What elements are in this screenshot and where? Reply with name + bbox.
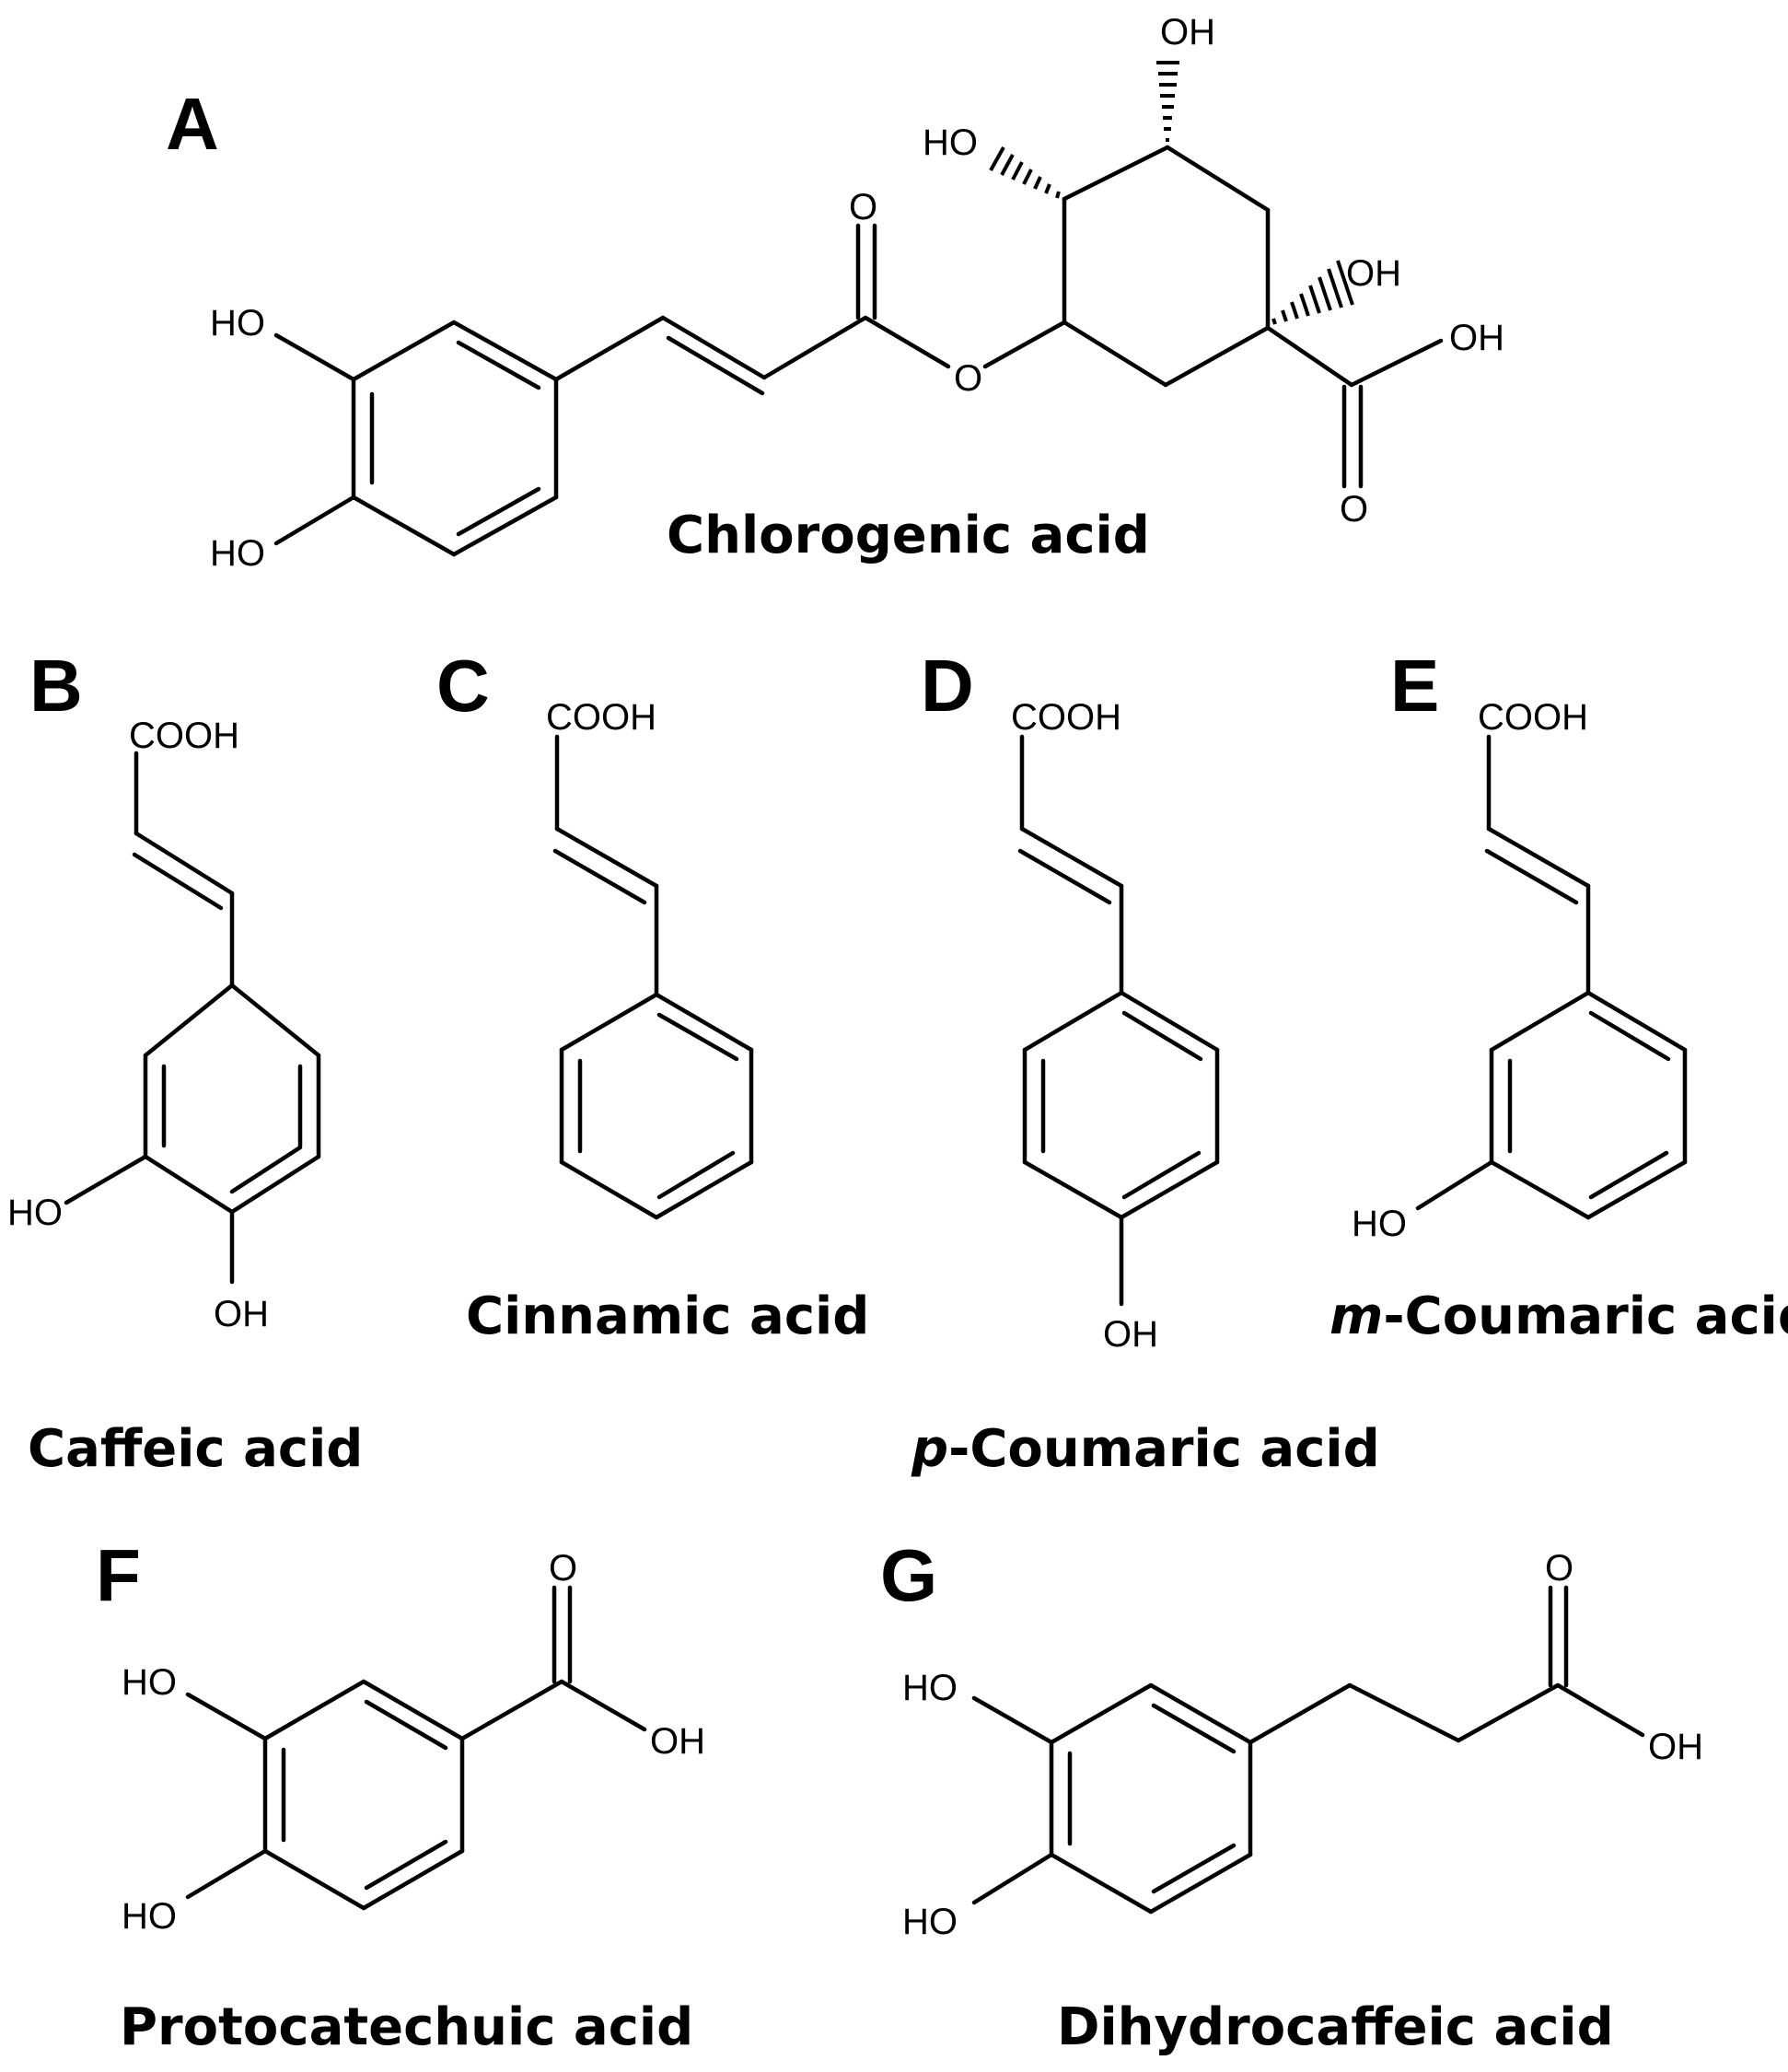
compound-name-e-prefix: m [1329,1286,1383,1346]
atom-oh: OH [1449,318,1504,358]
compound-name-d-rest: -Coumaric acid [948,1419,1380,1479]
caffeic-acid-structure: COOH HO OH [7,716,321,1334]
atom-ho: HO [122,1662,177,1703]
protocatechuic-acid-structure: O HO OH HO [122,1548,705,1937]
panel-letter-a: A [166,83,219,165]
atom-o: O [954,358,982,399]
panel-e: E COOH HO m-Coumaric acid [1329,645,1788,1346]
atom-ho: HO [1352,1204,1407,1244]
panel-letter-b: B [29,645,83,727]
atom-o: O [1340,489,1368,530]
panel-letter-g: G [880,1534,937,1616]
panel-g: G O HO OH HO Dihydroca [880,1534,1703,2057]
atom-ho: HO [122,1896,177,1937]
atom-oh: OH [1346,253,1401,294]
atom-ho: HO [902,1902,958,1942]
compound-name-e-rest: -Coumaric acid [1383,1286,1788,1346]
compound-name-d-prefix: p [911,1419,948,1479]
panel-f: F O HO OH HO Protocatechuic acid [96,1534,705,2057]
atom-ho: HO [210,303,265,343]
atom-oh: OH [650,1721,705,1762]
panel-c: C COOH Cinnamic acid [436,645,869,1346]
p-coumaric-acid-structure: COOH OH [1011,697,1220,1355]
cinnamic-acid-structure: COOH [546,697,754,1220]
panel-a: A [166,12,1504,574]
atom-o: O [849,187,877,227]
compound-name-b: Caffeic acid [28,1419,363,1479]
atom-ho: HO [7,1193,63,1233]
compound-name-a: Chlorogenic acid [667,506,1150,565]
atom-cooh: COOH [1011,697,1121,738]
atom-ho: HO [902,1668,958,1708]
panel-b: B COOH HO OH Caffeic acid [7,645,363,1479]
atom-o: O [549,1548,577,1589]
compound-name-g: Dihydrocaffeic acid [1057,1997,1614,2057]
atom-oh: OH [1103,1314,1158,1355]
atom-cooh: COOH [129,716,239,756]
panel-letter-d: D [921,645,974,727]
chlorogenic-acid-structure: OH HO O OH OH HO O HO O [210,12,1504,574]
m-coumaric-acid-structure: COOH HO [1352,697,1688,1244]
atom-o: O [1545,1548,1573,1589]
atom-oh: OH [1648,1727,1703,1767]
dihydrocaffeic-acid-structure: O HO OH HO [902,1548,1703,1942]
compound-name-e: m-Coumaric acid [1329,1286,1788,1346]
panel-letter-f: F [96,1534,141,1616]
atom-cooh: COOH [1478,697,1588,738]
atom-cooh: COOH [546,697,656,738]
compound-name-c: Cinnamic acid [466,1286,869,1346]
atom-ho: HO [923,122,978,163]
compound-name-d: p-Coumaric acid [911,1419,1380,1479]
atom-oh: OH [1160,12,1215,52]
compound-name-f: Protocatechuic acid [120,1997,693,2057]
panel-letter-c: C [436,645,490,727]
atom-oh: OH [214,1294,269,1334]
panel-letter-e: E [1390,645,1439,727]
atom-ho: HO [210,533,265,574]
panel-d: D COOH OH p-Coumaric acid [911,645,1380,1479]
